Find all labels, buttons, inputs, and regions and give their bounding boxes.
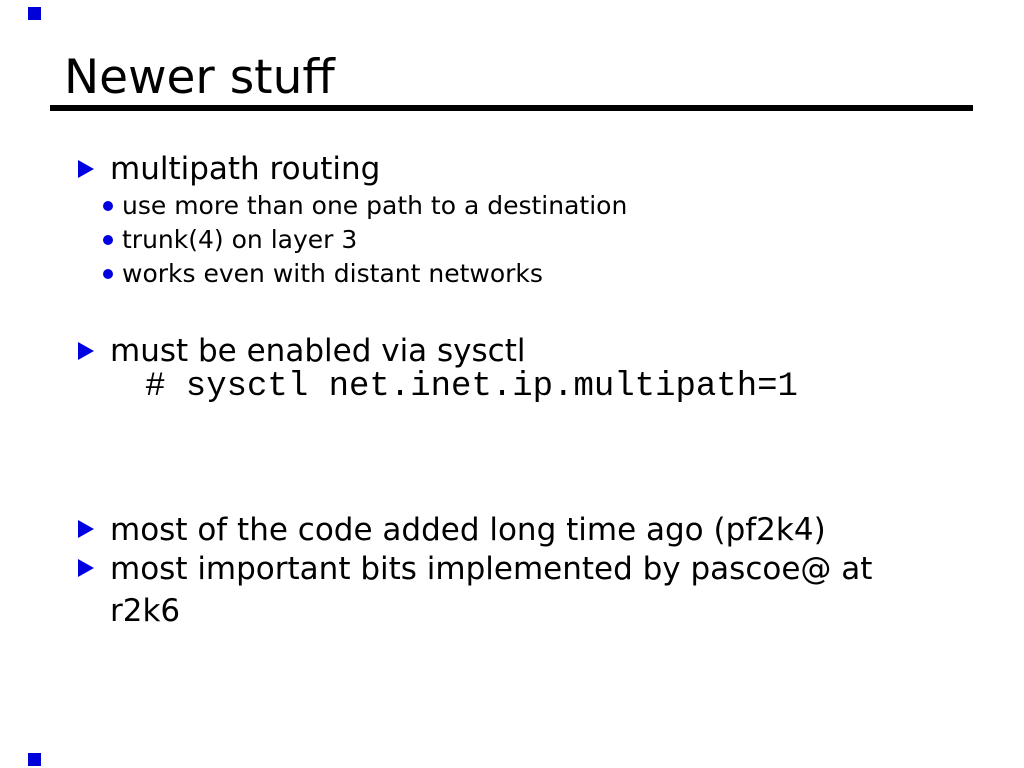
list-item: trunk(4) on layer 3 xyxy=(103,223,627,257)
list-item: use more than one path to a destination xyxy=(103,189,627,223)
bullet-code-history: most of the code added long time ago (pf… xyxy=(78,509,826,551)
corner-marker-top-left-icon xyxy=(28,7,41,20)
triangle-bullet-icon xyxy=(78,559,94,577)
list-item: works even with distant networks xyxy=(103,257,627,291)
sub-bullet-text: works even with distant networks xyxy=(122,259,543,288)
bullet-heading: most important bits implemented by pasco… xyxy=(110,551,873,629)
triangle-bullet-icon xyxy=(78,520,94,538)
sysctl-command: # sysctl net.inet.ip.multipath=1 xyxy=(145,368,798,406)
bullet-multipath-routing: multipath routing xyxy=(78,149,380,189)
dot-bullet-icon xyxy=(103,201,113,211)
triangle-bullet-icon xyxy=(78,342,94,360)
title-underline xyxy=(50,105,973,111)
sub-bullet-text: use more than one path to a destination xyxy=(122,191,628,220)
bullet-pascoe: most important bits implemented by pasco… xyxy=(78,548,872,632)
bullet-heading: must be enabled via sysctl xyxy=(110,333,526,369)
triangle-bullet-icon xyxy=(78,160,94,178)
bullet-heading: multipath routing xyxy=(110,151,381,187)
bullet-heading: most of the code added long time ago (pf… xyxy=(110,512,826,548)
slide-title: Newer stuff xyxy=(64,50,335,105)
dot-bullet-icon xyxy=(103,235,113,245)
multipath-sub-list: use more than one path to a destination … xyxy=(103,189,627,291)
sub-bullet-text: trunk(4) on layer 3 xyxy=(122,225,358,254)
bullet-sysctl: must be enabled via sysctl xyxy=(78,331,526,371)
dot-bullet-icon xyxy=(103,269,113,279)
corner-marker-bottom-left-icon xyxy=(28,753,41,766)
